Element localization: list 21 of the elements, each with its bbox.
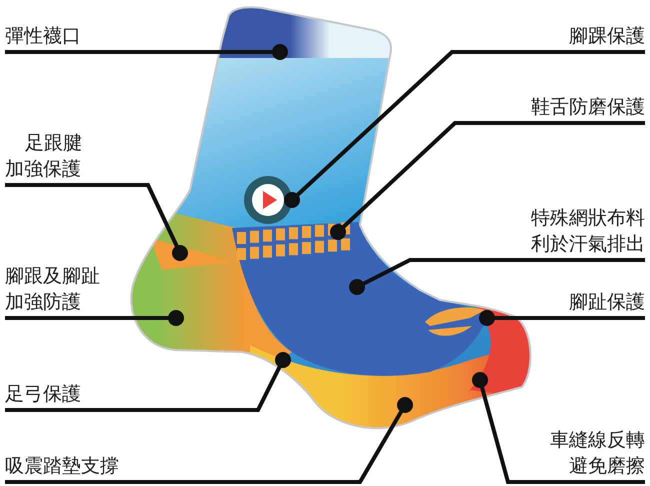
leader-line: [5, 352, 291, 412]
leader-line: [479, 310, 645, 326]
callout-label: 腳踝保護: [525, 20, 645, 52]
leader-line: [5, 310, 184, 326]
leader-line: [5, 44, 288, 60]
callout-label: 鞋舌防磨保護: [485, 91, 645, 123]
callout-label: 足跟腱加強保護: [5, 128, 85, 185]
callout-label: 特殊網狀布料利於汗氣排出: [527, 203, 645, 260]
leader-line: [472, 372, 645, 484]
leader-line: [284, 50, 645, 208]
play-icon: [244, 176, 292, 224]
leader-line: [5, 397, 413, 484]
callout-label: 車縫線反轉避免磨擦: [547, 425, 645, 482]
callout-label: 腳跟及腳趾加強防護: [5, 266, 103, 318]
leader-line: [349, 258, 645, 295]
callout-label: 足弓保護: [5, 378, 115, 410]
callout-label: 腳趾保護: [525, 286, 645, 318]
leader-line: [5, 183, 188, 261]
callout-label: 彈性襪口: [5, 20, 125, 52]
callout-label: 吸震踏墊支撐: [5, 450, 175, 482]
leader-line: [330, 121, 645, 240]
